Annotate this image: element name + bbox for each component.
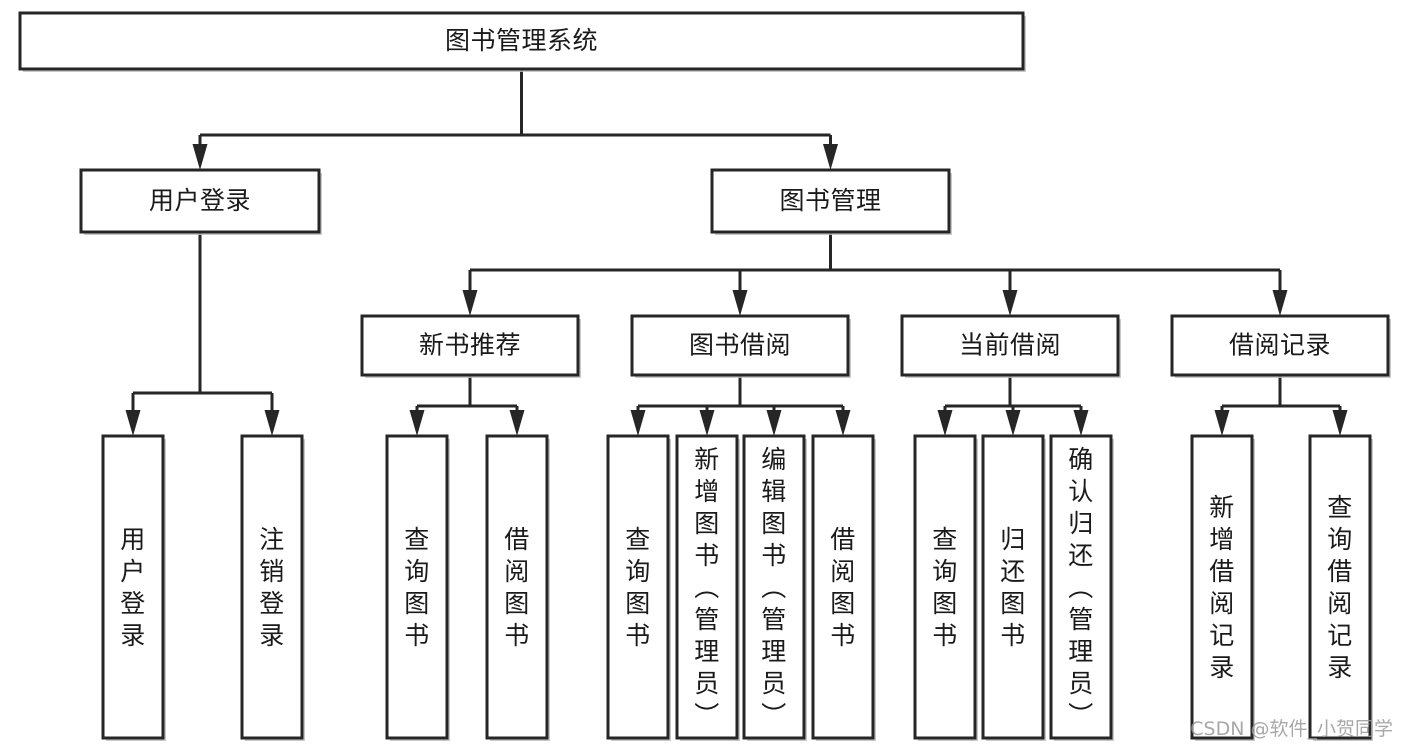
node-box[interactable]: [811, 434, 875, 740]
node-label: 编辑图书︵管理员︶: [761, 445, 787, 730]
node-leaf-borrow-book[interactable]: 借阅图书: [811, 434, 876, 741]
node-leaf-add-record[interactable]: 新增借阅记录: [1190, 434, 1255, 741]
node-book-borrow[interactable]: 图书借阅: [630, 314, 851, 378]
node-leaf-edit-book[interactable]: 编辑图书︵管理员︶: [742, 434, 807, 741]
connector-c-currentborrow-split: [937, 375, 1089, 436]
node-box[interactable]: [360, 314, 580, 377]
node-leaf-query-book-current[interactable]: 查询图书: [913, 434, 978, 741]
node-leaf-query-book-borrow[interactable]: 查询图书: [606, 434, 671, 741]
node-box[interactable]: [742, 434, 806, 740]
connector-layer: [125, 69, 1348, 436]
connector-c-borrowrecord-split: [1214, 375, 1348, 436]
node-label: 查询图书: [932, 525, 958, 650]
node-leaf-return-book[interactable]: 归还图书: [981, 434, 1046, 741]
node-box[interactable]: [101, 434, 165, 740]
node-label: 新增借阅记录: [1209, 493, 1235, 682]
node-layer: 图书管理系统用户登录图书管理新书推荐图书借阅当前借阅借阅记录用户登录注销登录查询…: [18, 11, 1391, 741]
node-box[interactable]: [900, 314, 1120, 377]
node-box[interactable]: [981, 434, 1045, 740]
node-box[interactable]: [385, 434, 449, 740]
node-leaf-add-book[interactable]: 新增图书︵管理员︶: [675, 434, 740, 741]
node-book-manage[interactable]: 图书管理: [710, 168, 952, 235]
node-label: 当前借阅: [959, 331, 1061, 360]
node-box[interactable]: [1190, 434, 1254, 740]
connector-c-newbook-split: [409, 375, 525, 436]
node-leaf-confirm-return[interactable]: 确认归还︵管理员︶: [1049, 434, 1114, 741]
node-label: 注销登录: [259, 525, 285, 650]
node-label: 查询借阅记录: [1327, 493, 1353, 682]
node-box[interactable]: [675, 434, 739, 740]
connector-c-root-split: [192, 69, 838, 170]
node-box[interactable]: [913, 434, 977, 740]
node-leaf-query-book-rec[interactable]: 查询图书: [385, 434, 450, 741]
node-current-borrow[interactable]: 当前借阅: [900, 314, 1121, 378]
node-box[interactable]: [240, 434, 304, 740]
node-root[interactable]: 图书管理系统: [18, 11, 1026, 72]
node-label: 图书管理: [779, 186, 881, 215]
node-box[interactable]: [606, 434, 670, 740]
node-label: 归还图书: [1000, 525, 1026, 650]
node-box[interactable]: [1170, 314, 1390, 377]
node-leaf-query-record[interactable]: 查询借阅记录: [1308, 434, 1373, 741]
node-box[interactable]: [630, 314, 850, 377]
node-user-login[interactable]: 用户登录: [79, 168, 322, 235]
node-label: 确认归还︵管理员︶: [1068, 445, 1094, 730]
node-label: 图书借阅: [689, 331, 791, 360]
node-label: 借阅图书: [830, 525, 856, 650]
node-box[interactable]: [18, 11, 1025, 71]
node-label: 新书推荐: [419, 331, 521, 360]
node-label: 图书管理系统: [445, 26, 598, 55]
node-label: 借阅记录: [1229, 331, 1331, 360]
node-leaf-borrow-book-rec[interactable]: 借阅图书: [485, 434, 550, 741]
node-label: 查询图书: [404, 525, 430, 650]
node-box[interactable]: [79, 168, 321, 234]
node-new-book-rec[interactable]: 新书推荐: [360, 314, 581, 378]
connector-c-userlogin-split: [125, 232, 280, 436]
node-borrow-record[interactable]: 借阅记录: [1170, 314, 1391, 378]
node-label: 用户登录: [149, 186, 251, 215]
node-label: 用户登录: [120, 525, 146, 650]
node-box[interactable]: [1049, 434, 1113, 740]
node-label: 新增图书︵管理员︶: [694, 445, 720, 730]
node-box[interactable]: [1308, 434, 1372, 740]
node-label: 借阅图书: [504, 525, 530, 650]
connector-c-bookmanage-split: [462, 232, 1288, 316]
node-box[interactable]: [485, 434, 549, 740]
node-leaf-logout[interactable]: 注销登录: [240, 434, 305, 741]
node-label: 查询图书: [625, 525, 651, 650]
connector-c-bookborrow-split: [630, 375, 851, 436]
node-leaf-user-login[interactable]: 用户登录: [101, 434, 166, 741]
node-box[interactable]: [710, 168, 951, 234]
